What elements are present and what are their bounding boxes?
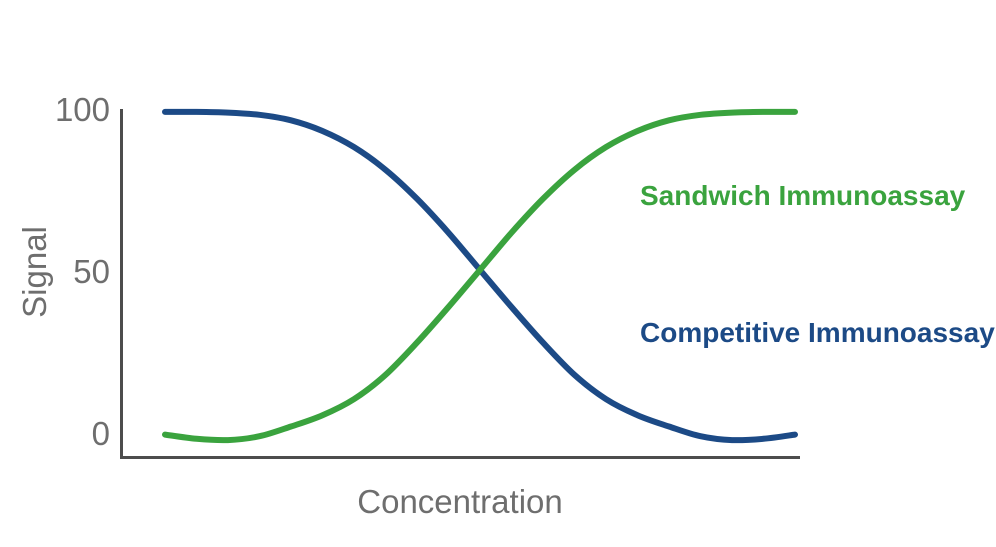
y-tick-100: 100: [55, 91, 110, 128]
competitive-immunoassay-curve: [162, 108, 798, 444]
y-tick-50: 50: [73, 253, 110, 290]
series-label-competitive: Competitive Immunoassay: [640, 317, 995, 348]
sandwich-immunoassay-curve: [162, 108, 798, 444]
x-axis-title: Concentration: [357, 483, 562, 520]
y-tick-0: 0: [92, 415, 110, 452]
y-axis-title: Signal: [16, 226, 53, 318]
series-label-sandwich: Sandwich Immunoassay: [640, 180, 966, 211]
